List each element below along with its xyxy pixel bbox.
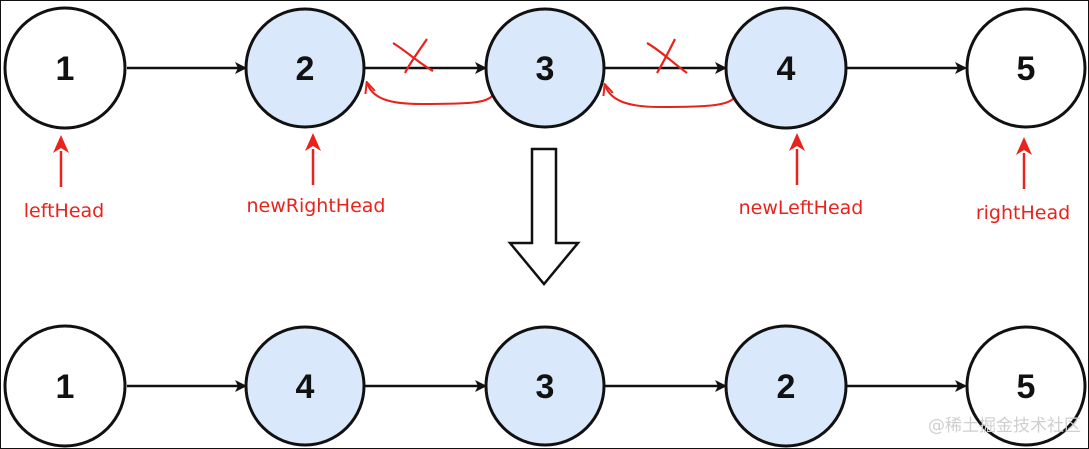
transform-down-arrow — [507, 147, 581, 286]
label-lefthead: leftHead — [24, 200, 104, 222]
top-node-2-label: 2 — [296, 50, 315, 88]
top-node-4-label: 4 — [777, 50, 796, 88]
pointer-arrow-newrighthead — [305, 133, 321, 185]
bottom-node-4-label: 4 — [296, 368, 315, 406]
bottom-node-5: 5 — [965, 325, 1087, 447]
bottom-node-5-label: 5 — [1017, 368, 1036, 406]
label-newlefthead: newLeftHead — [739, 197, 864, 219]
bottom-node-3: 3 — [484, 325, 606, 447]
reverse-arrows — [367, 83, 736, 109]
top-node-5-label: 5 — [1017, 50, 1036, 88]
pointer-arrow-righthead — [1016, 137, 1032, 189]
bottom-node-2-label: 2 — [777, 368, 796, 406]
break-marks — [392, 38, 688, 74]
reverse-arrow-4-to-3 — [605, 85, 736, 109]
bottom-node-1: 1 — [3, 324, 127, 448]
pointer-arrows — [53, 133, 1032, 189]
top-node-3-label: 3 — [536, 50, 555, 88]
top-node-1: 1 — [3, 6, 127, 130]
label-newrighthead: newRightHead — [247, 195, 386, 217]
top-node-4: 4 — [724, 6, 848, 130]
cross-mark-3-4 — [646, 38, 688, 74]
bottom-node-4: 4 — [244, 325, 366, 447]
top-row-nodes: 1 2 3 4 5 — [3, 6, 1087, 130]
label-righthead: rightHead — [976, 202, 1070, 224]
pointer-labels: leftHead newRightHead newLeftHead rightH… — [24, 195, 1070, 224]
cross-mark-2-3 — [392, 38, 434, 74]
top-node-3: 3 — [484, 7, 606, 129]
watermark: @稀土掘金技术社区 — [928, 416, 1081, 436]
pointer-arrow-newlefthead — [789, 133, 805, 185]
reverse-arrow-3-to-2 — [367, 83, 494, 106]
top-node-2: 2 — [244, 7, 366, 129]
pointer-arrow-lefthead — [53, 135, 69, 187]
bottom-node-1-label: 1 — [56, 368, 75, 406]
bottom-row-nodes: 1 4 3 2 5 — [3, 324, 1087, 448]
top-node-1-label: 1 — [56, 50, 75, 88]
bottom-node-3-label: 3 — [536, 368, 555, 406]
top-node-5: 5 — [965, 7, 1087, 129]
bottom-node-2: 2 — [724, 324, 848, 448]
